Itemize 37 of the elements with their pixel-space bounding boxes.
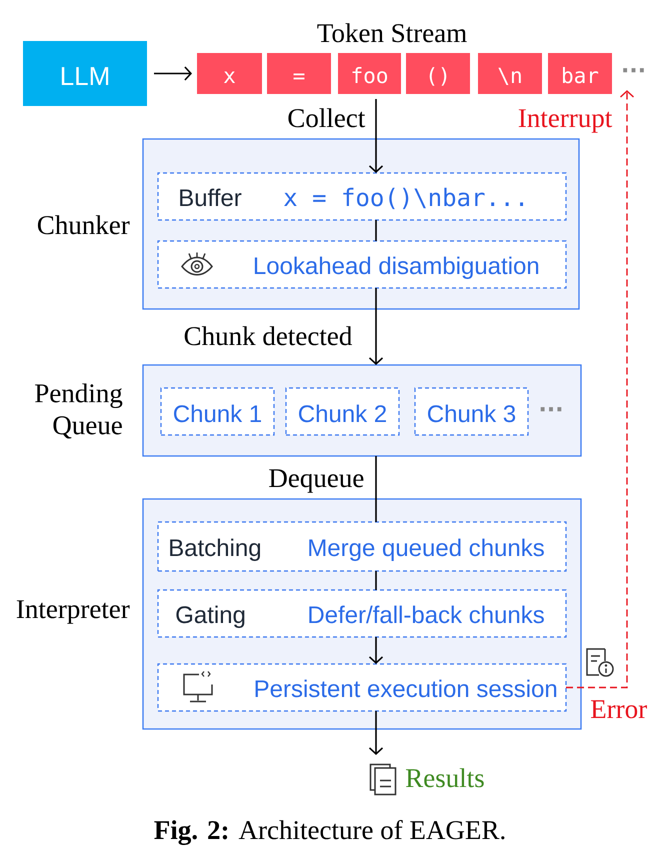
arrow [368,99,384,173]
heading: Token Stream [317,23,467,42]
edge-label: Interrupt [516,108,614,134]
error-label: Error [590,700,647,718]
token-box: foo [338,53,401,94]
caption-label: Results [406,768,484,788]
stage-label: Interpreter [16,600,130,624]
component-box: Buffer x = foo()\nbar... [157,172,567,221]
token-box: () [406,53,470,94]
component-box: Batching Merge queued chunks [157,521,567,572]
arrow [368,288,384,365]
chunk-box: Chunk 3 [414,387,529,436]
token-box: bar [548,53,612,94]
chunk-box: Chunk 2 [285,387,400,436]
connector-line [375,220,377,241]
chunk-box: Chunk 1 [160,387,275,436]
token-box: x [197,53,262,94]
component-box: Persistent execution session [157,663,567,712]
ellipsis: ··· [623,68,644,72]
token-box: = [267,53,331,94]
arrow [566,90,634,688]
edge-label: Chunk detected [182,324,354,347]
edge-label: Collect [286,106,367,129]
edge-label: Dequeue [266,468,366,494]
arrow [154,66,192,81]
connector-line [375,571,377,590]
stage-label: Chunker [38,215,130,234]
documents-icon [369,763,397,796]
arrow [368,637,384,664]
arrow [368,711,384,755]
model-box: LLM [23,41,147,106]
connector-line [375,456,377,522]
figure-caption: Fig. 2: Architecture of EAGER. [154,820,504,845]
token-box: \n [478,53,542,94]
component-box: Lookahead disambiguation [157,240,567,289]
component-box: Gating Defer/fall-back chunks [157,589,567,638]
stage-label: Pending Queue [35,383,122,439]
